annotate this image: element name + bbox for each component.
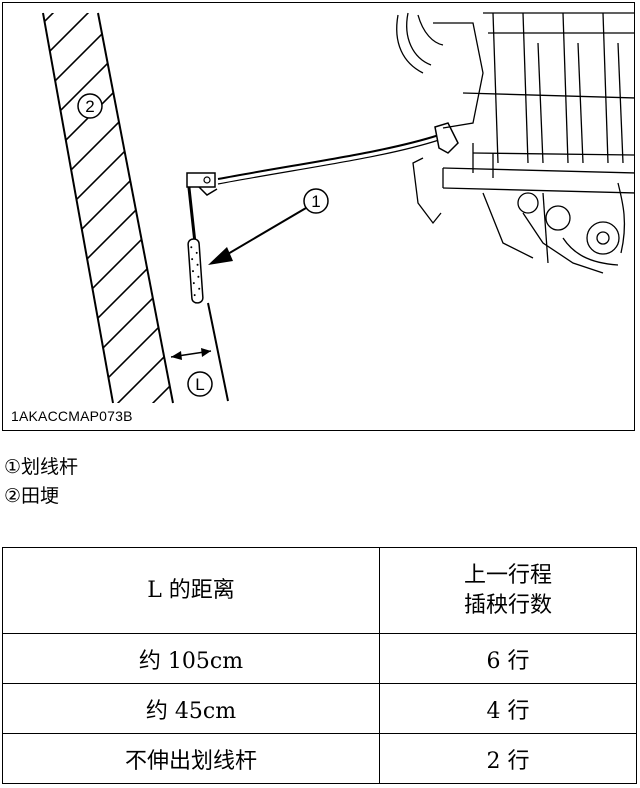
- header-distance: L 的距离: [2, 547, 380, 634]
- figure-code: 1AKACCMAP073B: [11, 408, 133, 424]
- dimension-l: L: [170, 348, 213, 397]
- marker-rod: [186, 122, 459, 304]
- illustration-frame: 2 1: [2, 2, 635, 431]
- cell-distance: 不伸出划线杆: [2, 733, 380, 784]
- callout-levee-number: 2: [85, 97, 94, 116]
- mark-line: [207, 302, 229, 402]
- levee-hatched-area: [42, 12, 174, 404]
- header-rows-line1: 上一行程: [463, 562, 552, 588]
- cell-rows-count: 4 行: [379, 683, 637, 734]
- callout-marker-rod: 1: [208, 188, 329, 265]
- dimension-l-label: L: [195, 375, 204, 394]
- callout-marker-rod-number: 1: [311, 192, 320, 211]
- table-row: 约 45cm 4 行: [2, 683, 637, 734]
- legend-marker: ①: [4, 456, 22, 478]
- cell-distance: 约 45cm: [2, 683, 380, 734]
- legend-text: 田埂: [21, 485, 60, 507]
- legend-marker: ②: [4, 485, 22, 507]
- spec-table: L 的距离 上一行程 插秧行数 约 105cm 6 行 约 45cm 4 行 不…: [2, 547, 637, 784]
- header-rows-line2: 插秧行数: [463, 592, 552, 618]
- cell-rows-count: 6 行: [379, 633, 637, 684]
- legend-item-levee: ②田埂: [4, 481, 59, 508]
- callout-levee: 2: [77, 93, 103, 119]
- table-row: 约 105cm 6 行: [2, 633, 637, 684]
- legend-item-marker-rod: ①划线杆: [4, 452, 78, 479]
- cell-rows-count: 2 行: [379, 733, 637, 784]
- rice-transplanter-machine: [396, 12, 634, 274]
- table-row: 不伸出划线杆 2 行: [2, 733, 637, 784]
- marker-rod-illustration: 2 1: [42, 12, 634, 404]
- table-header-row: L 的距离 上一行程 插秧行数: [2, 547, 637, 634]
- legend-text: 划线杆: [21, 456, 79, 478]
- header-rows: 上一行程 插秧行数: [379, 547, 637, 634]
- cell-distance: 约 105cm: [2, 633, 380, 684]
